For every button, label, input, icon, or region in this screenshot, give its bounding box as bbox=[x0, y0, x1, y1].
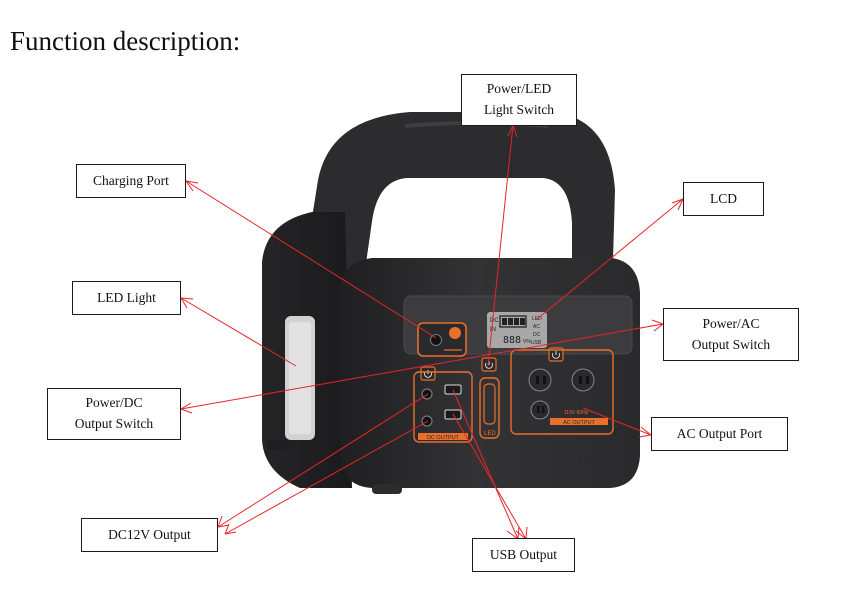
lcd-battery-bar-4 bbox=[520, 318, 525, 325]
led-button-panel bbox=[479, 377, 500, 439]
charging-port-plate bbox=[417, 322, 467, 357]
callout-power-led-switch: Power/LED Light Switch bbox=[461, 74, 577, 126]
dc-output-panel bbox=[413, 371, 473, 443]
lcd-ac-label: AC bbox=[533, 324, 540, 330]
callout-charging-port: Charging Port bbox=[76, 164, 186, 198]
power-station: DC IN 888 V% LED AC DC USB bbox=[262, 112, 640, 494]
carry-handle bbox=[305, 112, 615, 295]
lcd-digits: 888 bbox=[503, 335, 521, 346]
arrow-ac-output-port bbox=[582, 407, 652, 438]
callout-dc12v-output: DC12V Output bbox=[81, 518, 218, 552]
usb-port-1 bbox=[444, 384, 462, 395]
dc-output-label-bar bbox=[418, 433, 468, 440]
foot-front-left bbox=[372, 484, 402, 494]
lcd-battery-bar-3 bbox=[514, 318, 519, 325]
ac-rating-label: 110V 60Hz bbox=[564, 410, 589, 416]
arrow-power-dc-switch bbox=[180, 319, 664, 414]
arrow-dc12v-output bbox=[217, 393, 429, 535]
callout-usb-output: USB Output bbox=[472, 538, 575, 572]
lcd-battery-bar-1 bbox=[502, 318, 507, 325]
lcd-dc-label: DC bbox=[490, 318, 499, 324]
lcd-battery-bar-2 bbox=[508, 318, 513, 325]
arrow-usb-output bbox=[452, 389, 528, 540]
ac-output-label: AC OUTPUT bbox=[563, 420, 595, 426]
lcd-usb-label: USB bbox=[531, 340, 542, 346]
arrow-power-led-switch bbox=[487, 124, 518, 367]
foot-rear-left bbox=[266, 440, 290, 450]
dc12v-port-1 bbox=[421, 388, 433, 400]
dc-output-label: DC OUTPUT bbox=[427, 435, 460, 441]
lcd-unit: V% bbox=[523, 339, 531, 345]
page-title: Function description: bbox=[10, 26, 241, 56]
lcd-dc-out-label: DC bbox=[533, 332, 541, 338]
arrow-lcd bbox=[535, 198, 684, 321]
ac-output-panel bbox=[510, 349, 614, 435]
ac-socket-2 bbox=[571, 368, 595, 392]
charging-port bbox=[430, 334, 442, 346]
lcd-battery-icon bbox=[499, 315, 527, 328]
lcd-in-label: IN bbox=[490, 327, 496, 333]
callout-ac-output-port: AC Output Port bbox=[651, 417, 788, 451]
callout-power-dc-switch: Power/DC Output Switch bbox=[47, 388, 181, 440]
callout-led-light: LED Light bbox=[72, 281, 181, 315]
callout-arrows bbox=[180, 124, 684, 540]
arrow-charging-port bbox=[185, 180, 437, 339]
ac-socket-1 bbox=[528, 368, 552, 392]
arrow-led-light bbox=[180, 297, 297, 367]
foot-front-right bbox=[578, 456, 606, 468]
power-dc-button bbox=[420, 366, 436, 381]
callout-lcd: LCD bbox=[683, 182, 764, 216]
power-ac-button bbox=[548, 347, 564, 362]
charging-indicator bbox=[449, 327, 461, 339]
ac-socket-3 bbox=[530, 400, 550, 420]
ac-output-label-bar bbox=[550, 418, 608, 425]
led-button bbox=[483, 383, 496, 425]
led-panel-label: LED bbox=[484, 431, 496, 437]
led-light-lens bbox=[289, 322, 311, 434]
power-led-button bbox=[481, 357, 497, 372]
callout-power-ac-switch: Power/AC Output Switch bbox=[663, 308, 799, 361]
